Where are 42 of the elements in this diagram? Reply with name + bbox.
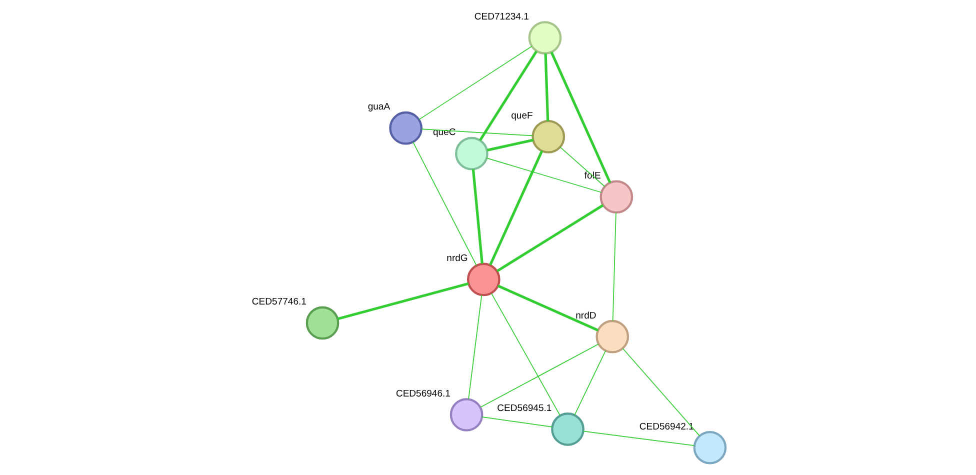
connector [550,52,611,184]
connector [418,46,532,120]
node-circle [449,398,483,432]
node-circle [454,136,488,170]
connector [496,284,598,332]
connector [420,128,533,136]
connector [486,138,533,152]
node-circle [528,21,562,54]
node-label: CED71234.1 [474,11,528,22]
connector [559,146,605,187]
connector [490,292,560,416]
connector [412,142,476,266]
node-label: queF [510,110,532,122]
node-circle [388,111,422,145]
connector [582,430,694,446]
node-circle [599,180,633,214]
node-circle [466,262,500,296]
node-circle [692,430,726,464]
connector [486,158,602,193]
connector [574,350,606,416]
node-circle [595,320,629,354]
connector [496,204,604,272]
node-label: CED57746.1 [251,296,306,308]
connector [544,53,549,122]
connector [468,294,482,400]
connector [612,212,616,322]
node-circle [531,120,565,154]
node-circle [550,412,584,446]
node-label: CED56945.1 [496,402,552,414]
node-label: nrdG [446,253,468,264]
connector [488,150,543,266]
connector [336,282,468,320]
connector [481,416,552,428]
node-circle [305,306,339,340]
connector [471,169,483,264]
node-label: CED56946.1 [395,388,450,400]
node-label: queC [432,127,456,138]
connector [478,50,538,142]
connector [480,344,598,408]
connector [622,348,700,436]
node-label: guaA [367,102,390,113]
node-label: nrdD [575,310,596,322]
